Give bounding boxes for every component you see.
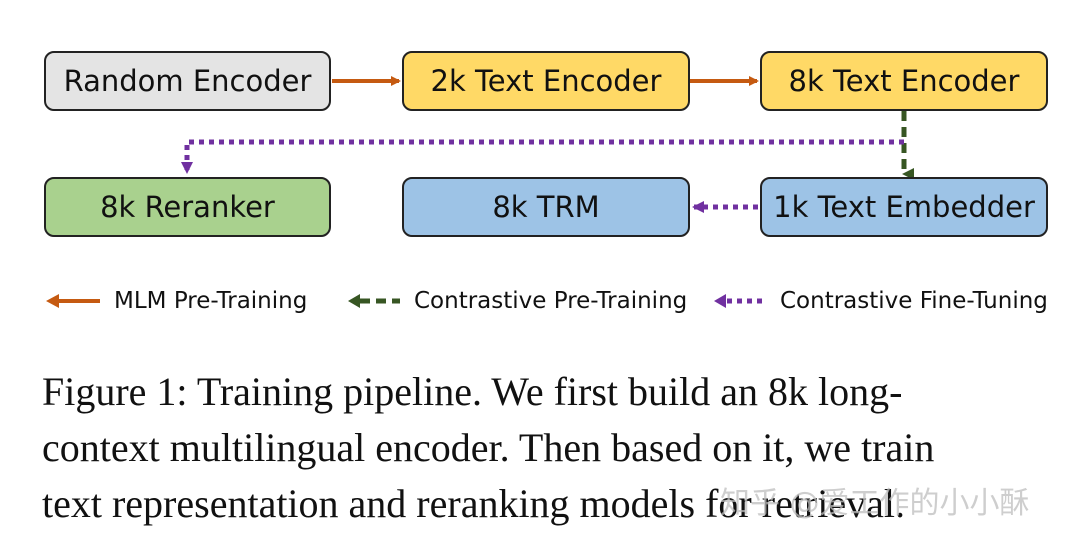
- text-embedder-1k-label: 1k Text Embedder: [773, 190, 1035, 224]
- random-encoder-label: Random Encoder: [63, 64, 312, 98]
- pipeline-diagram: [181, 76, 914, 213]
- text-encoder-8k-node: 8k Text Encoder: [760, 51, 1048, 111]
- legend-contrastive-pre: Contrastive Pre-Training: [346, 288, 687, 314]
- caption-line-2: context multilingual encoder. Then based…: [42, 425, 935, 470]
- legend-mlm-label: MLM Pre-Training: [114, 288, 308, 314]
- orange-arrow-icon: [46, 294, 100, 308]
- legend-contrastive-fine: Contrastive Fine-Tuning: [712, 288, 1048, 314]
- watermark: 知乎 @爱工作的小小酥: [720, 486, 1030, 521]
- figure-caption: Figure 1: Training pipeline. We first bu…: [42, 364, 1052, 532]
- legend-contrastive-pre-label: Contrastive Pre-Training: [414, 288, 688, 314]
- text-encoder-2k-node: 2k Text Encoder: [402, 51, 690, 111]
- legend-contrastive-fine-label: Contrastive Fine-Tuning: [780, 288, 1048, 314]
- green-dashed-arrow-icon: [348, 294, 400, 308]
- edge-8k-encoder-to-reranker: [181, 139, 904, 174]
- caption-line-3: text representation and reranking models…: [42, 481, 905, 526]
- text-encoder-8k-label: 8k Text Encoder: [788, 64, 1020, 98]
- trm-8k-node: 8k TRM: [402, 177, 690, 237]
- reranker-8k-label: 8k Reranker: [100, 190, 275, 224]
- text-embedder-1k-node: 1k Text Embedder: [760, 177, 1048, 237]
- trm-8k-label: 8k TRM: [492, 190, 600, 224]
- legend-mlm: MLM Pre-Training: [44, 288, 307, 314]
- purple-dotted-arrow-icon: [714, 294, 766, 308]
- reranker-8k-node: 8k Reranker: [44, 177, 331, 237]
- caption-line-1: Figure 1: Training pipeline. We first bu…: [42, 369, 903, 414]
- random-encoder-node: Random Encoder: [44, 51, 331, 111]
- text-encoder-2k-label: 2k Text Encoder: [430, 64, 662, 98]
